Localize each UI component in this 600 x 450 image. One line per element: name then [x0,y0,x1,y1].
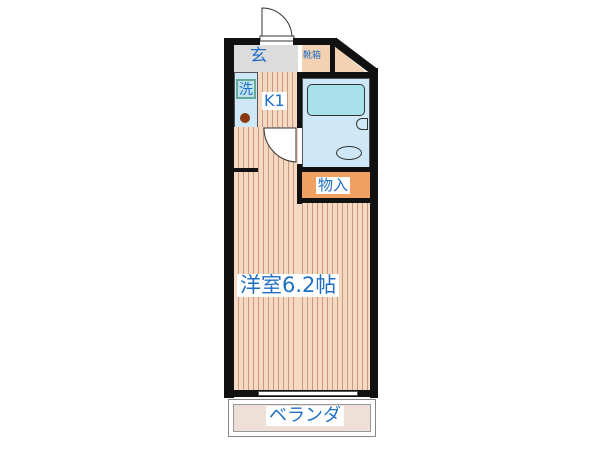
wall-left [224,38,234,398]
wall-bath-bottom [297,167,372,172]
western-room-floor [234,127,298,390]
balcony-label: ベランダ [266,406,344,426]
stove-burner-icon [240,113,250,123]
shoe-box [302,45,330,72]
wall-storage-bottom [297,198,372,203]
entrance-area [234,45,298,72]
western-room-label: 洋室6.2帖 [237,274,340,297]
wall-right [370,68,378,398]
washbasin-icon [356,118,368,130]
wall-shoebox [330,45,335,72]
wall-top-2 [293,38,337,45]
washer-label: 洗 [236,79,256,99]
balcony-window[interactable] [258,391,358,396]
wall-bath-top [297,72,372,78]
shoe-box-label: 靴箱 [303,51,322,61]
storage-label: 物入 [316,176,351,194]
entry-door-icon [259,7,295,42]
kitchen-label: K1 [262,91,287,110]
wall-partition [297,72,302,128]
toilet-icon [336,146,362,160]
wall-diagonal [331,37,378,76]
room-door-icon [263,127,297,163]
wall-partition-2 [297,164,302,204]
wall-kitchen-bottom [234,168,258,172]
wall-top [224,38,260,45]
bathtub-icon [307,84,365,116]
entrance-label: 玄 [250,46,267,66]
